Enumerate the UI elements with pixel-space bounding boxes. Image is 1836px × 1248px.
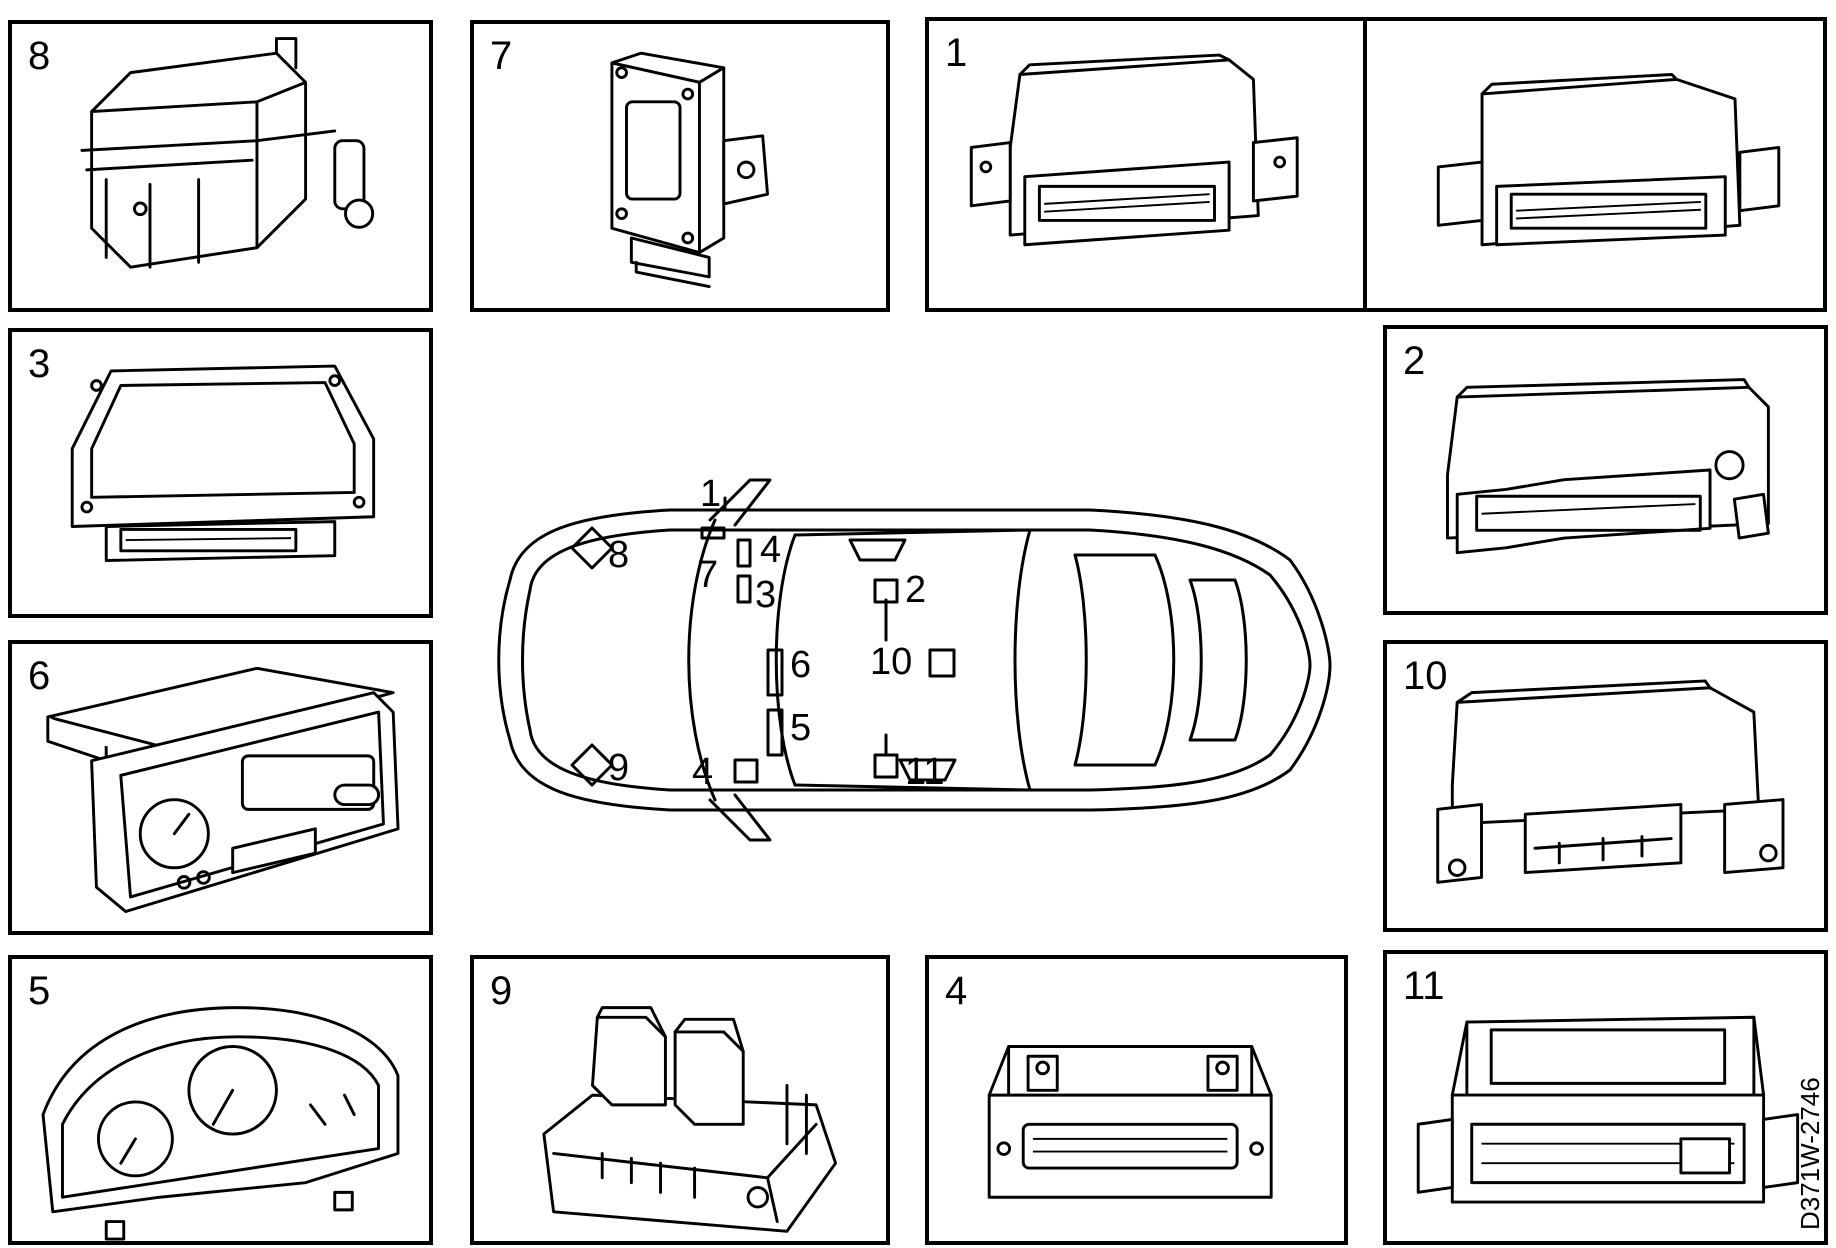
car-label-1: 1: [700, 473, 722, 515]
control-unit-icon: [1436, 679, 1785, 884]
panel-9: 9: [470, 955, 890, 1245]
panel-number: 9: [490, 969, 513, 1013]
panel-11: 11: [1383, 950, 1828, 1245]
instrument-cluster-icon: [41, 1006, 400, 1241]
panel-number: 8: [28, 34, 51, 78]
panel-number: 3: [28, 342, 51, 386]
car-label-2: 2: [905, 569, 927, 611]
panel-5: 5: [8, 955, 433, 1245]
document-reference: D371W-2746: [1795, 1077, 1825, 1230]
panel-number: 11: [1403, 964, 1445, 1008]
car-label-4a: 4: [760, 529, 782, 571]
car-label-9: 9: [608, 747, 630, 789]
panel-6: 6: [8, 640, 433, 935]
car-label-10: 10: [870, 641, 913, 683]
panel-divider: [1363, 21, 1367, 308]
panel-number: 4: [945, 969, 968, 1013]
panel-2: 2: [1383, 325, 1828, 615]
panel-3: 3: [8, 328, 433, 618]
car-label-4b: 4: [692, 751, 714, 793]
car-label-3: 3: [755, 574, 777, 616]
ecu-icon: [1446, 378, 1770, 555]
car-label-8: 8: [608, 534, 630, 576]
panel-7: 7: [470, 20, 890, 312]
relay-module-icon: [542, 1006, 838, 1233]
car-outline-icon: [497, 478, 1332, 842]
panel-10: 10: [1383, 640, 1828, 932]
panel-number: 10: [1403, 654, 1448, 698]
relay-module-icon: [610, 51, 769, 289]
panel-number: 2: [1403, 339, 1426, 383]
car-label-7: 7: [697, 554, 719, 596]
car-top-view: [490, 470, 1340, 850]
panel-number: 1: [945, 31, 968, 75]
panel-8: 8: [8, 20, 433, 312]
panel-number: 6: [28, 654, 51, 698]
car-label-5: 5: [790, 707, 812, 749]
panel-number: 7: [490, 34, 513, 78]
car-label-6: 6: [790, 644, 812, 686]
relay-box-icon: [80, 37, 375, 269]
panel-1: 1: [925, 17, 1827, 312]
panel-number: 5: [28, 969, 51, 1013]
ecu-icon: [969, 53, 1781, 247]
control-unit-icon: [1416, 1015, 1800, 1204]
panel-4: 4: [925, 955, 1348, 1245]
control-unit-icon: [987, 1045, 1273, 1199]
ecu-flat-icon: [70, 364, 376, 562]
info-display-icon: [46, 666, 400, 914]
car-label-11: 11: [905, 751, 945, 793]
